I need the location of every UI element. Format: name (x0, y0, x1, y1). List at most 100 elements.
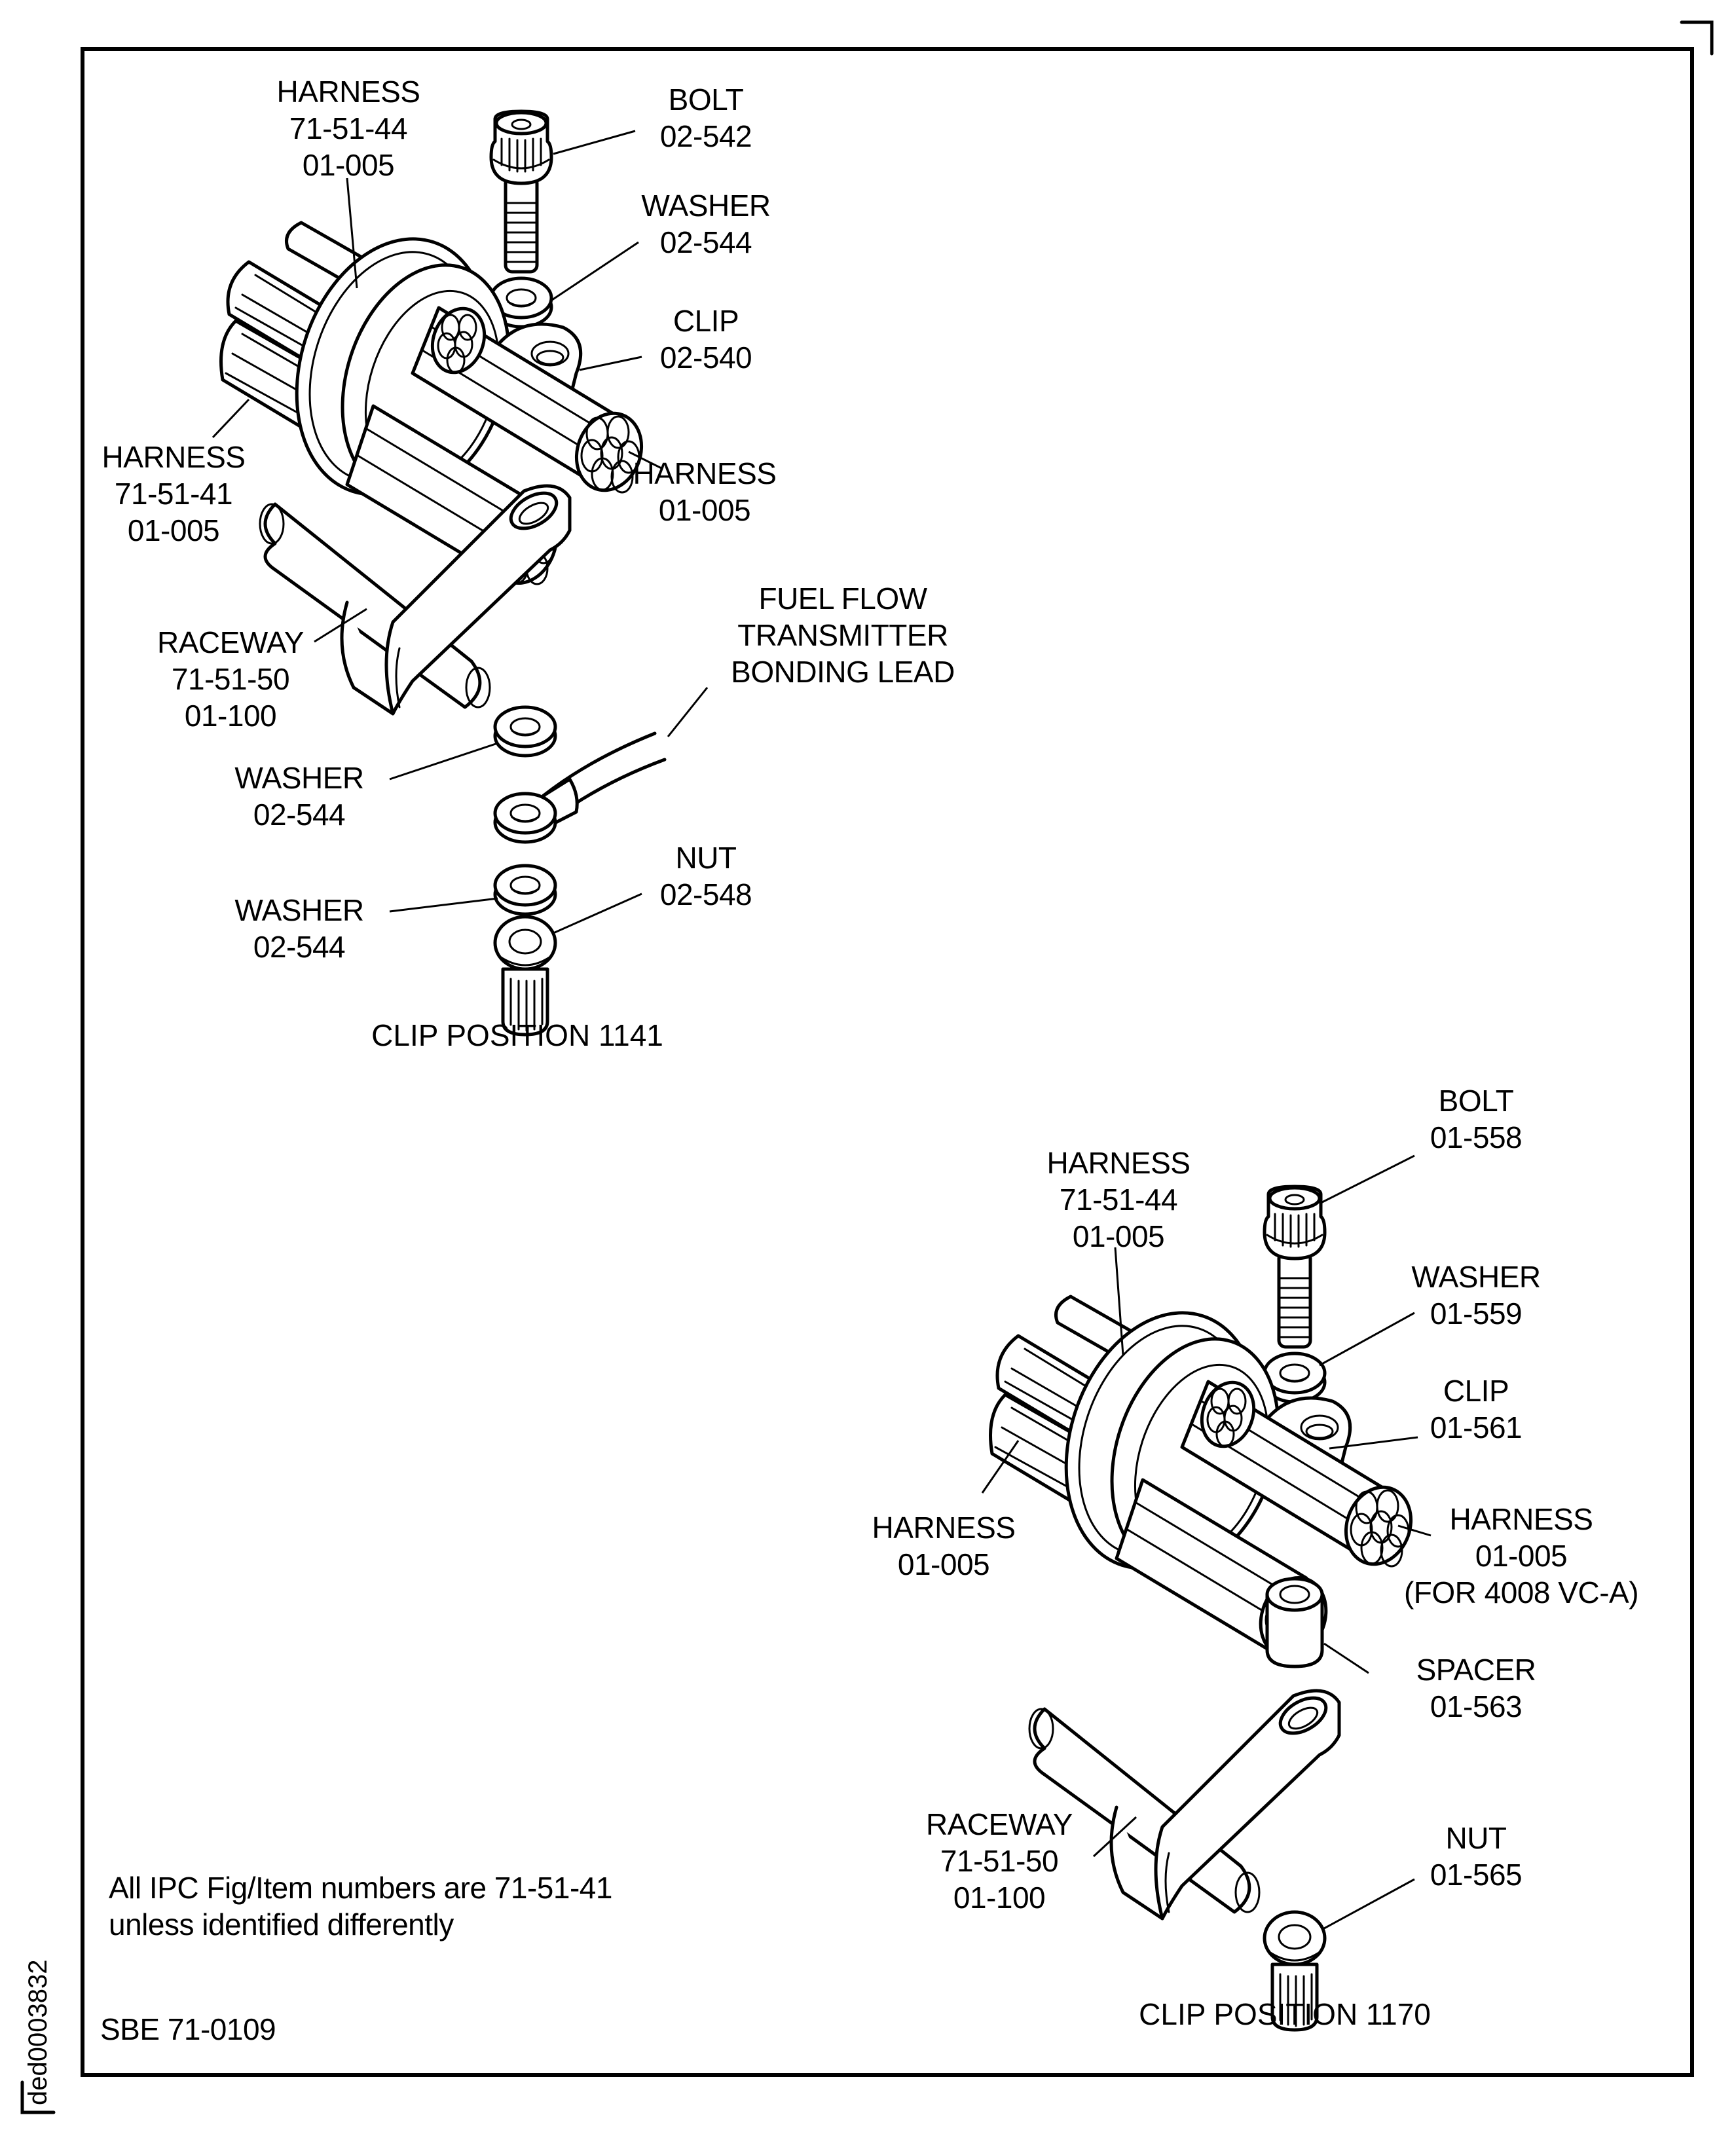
part-name: HARNESS (872, 1511, 1016, 1545)
part-applicability: (FOR 4008 VC-A) (1403, 1575, 1639, 1610)
leader-clip-lower (1329, 1436, 1418, 1450)
part-name: HARNESS (1046, 1146, 1191, 1180)
label-bolt-02-542: BOLT 02-542 (660, 81, 752, 155)
part-item: 01-565 (1430, 1858, 1523, 1892)
leader-harness-left-lower (981, 1440, 1020, 1494)
part-item: 01-005 (1475, 1539, 1568, 1573)
leader-harness-71-51-44-lower (1114, 1247, 1124, 1356)
label-harness-01-005-for-4008-vc-a: HARNESS 01-005 (FOR 4008 VC-A) (1403, 1501, 1639, 1611)
label-clip-01-561: CLIP 01-561 (1430, 1372, 1523, 1446)
caption-clip-position-1141: CLIP POSITION 1141 (371, 1018, 663, 1052)
label-harness-71-51-44: HARNESS 71-51-44 01-005 (277, 73, 420, 183)
part-item: 01-100 (953, 1881, 1046, 1915)
caption-clip-position-1170: CLIP POSITION 1170 (1139, 1997, 1431, 2031)
ipc-note: All IPC Fig/Item numbers are 71-51-41 un… (109, 1869, 612, 1943)
part-name-line-3: BONDING LEAD (731, 655, 955, 689)
part-item: 01-558 (1430, 1120, 1523, 1154)
part-name: HARNESS (1449, 1502, 1593, 1536)
leader-harness-left (212, 398, 250, 439)
part-name-line-2: TRANSMITTER (737, 618, 948, 652)
leader-washer-bottom (389, 897, 498, 913)
part-name: BOLT (1438, 1084, 1514, 1118)
label-harness-01-005-left-lower: HARNESS 01-005 (872, 1509, 1016, 1583)
label-washer-01-559: WASHER 01-559 (1411, 1259, 1541, 1332)
label-washer-02-544-middle: WASHER 02-544 (234, 760, 364, 833)
part-item: 02-548 (659, 877, 752, 911)
leader-spacer (1323, 1642, 1369, 1674)
label-harness-01-005-right: HARNESS 01-005 (633, 455, 777, 528)
ipc-note-line-1: All IPC Fig/Item numbers are 71-51-41 (109, 1871, 612, 1905)
leader-harness-right (628, 451, 662, 469)
corner-mark-bottom-left (20, 2080, 56, 2114)
leader-bolt-lower (1319, 1154, 1415, 1205)
washer-02-544-middle (495, 707, 555, 756)
leader-raceway (314, 608, 367, 643)
label-spacer-01-563: SPACER 01-563 (1416, 1651, 1536, 1725)
label-raceway-71-51-50-lower: RACEWAY 71-51-50 01-100 (926, 1806, 1073, 1916)
part-name: NUT (1445, 1821, 1507, 1855)
part-name: WASHER (1411, 1260, 1541, 1294)
label-clip-02-540: CLIP 02-540 (660, 303, 752, 376)
part-item: 02-540 (659, 340, 752, 375)
part-item: 01-100 (184, 699, 277, 733)
leader-washer-top (549, 241, 639, 303)
leader-clip (579, 356, 642, 371)
part-item: 01-005 (897, 1547, 990, 1581)
part-item: 01-559 (1430, 1297, 1523, 1331)
part-item: 01-005 (302, 148, 395, 182)
part-name: WASHER (234, 893, 364, 927)
part-name: NUT (675, 841, 737, 875)
part-item: 01-005 (127, 513, 220, 547)
part-item: 01-563 (1430, 1689, 1523, 1723)
label-washer-02-544-top: WASHER 02-544 (641, 187, 771, 261)
label-nut-01-565: NUT 01-565 (1430, 1820, 1523, 1893)
part-name: WASHER (641, 189, 771, 223)
part-name: BOLT (668, 83, 744, 117)
raceway-71-51-50-lower (1029, 1691, 1339, 1919)
label-harness-71-51-41: HARNESS 71-51-41 01-005 (102, 439, 246, 549)
figure-id: ded0003832 (24, 1959, 52, 2105)
part-name: HARNESS (276, 75, 420, 109)
document-reference: SBE 71-0109 (100, 2012, 276, 2046)
washer-02-544-bottom (495, 866, 555, 914)
label-nut-02-548: NUT 02-548 (660, 839, 752, 913)
leader-nut (553, 892, 642, 934)
part-item: 01-005 (1072, 1219, 1165, 1253)
spacer-01-563 (1265, 1577, 1324, 1668)
leader-harness-right-lower (1397, 1524, 1431, 1537)
leader-nut-lower (1323, 1878, 1415, 1930)
part-figure: 71-51-41 (114, 477, 233, 511)
figure-frame (81, 47, 1694, 2077)
part-item: 02-544 (253, 930, 346, 964)
part-name: HARNESS (633, 456, 777, 490)
part-name: RACEWAY (926, 1807, 1073, 1841)
part-name: CLIP (673, 304, 739, 338)
leader-washer-middle (389, 742, 498, 781)
leader-harness-71-51-44 (346, 177, 358, 289)
part-name: RACEWAY (157, 625, 304, 659)
leader-washer-lower (1319, 1312, 1415, 1367)
bolt-02-542 (491, 111, 551, 272)
label-raceway-71-51-50: RACEWAY 71-51-50 01-100 (157, 624, 304, 734)
leader-bolt (553, 130, 636, 155)
label-bolt-01-558: BOLT 01-558 (1430, 1082, 1523, 1156)
part-item: 02-542 (659, 119, 752, 153)
part-item: 01-561 (1430, 1410, 1523, 1444)
part-name: HARNESS (102, 440, 246, 474)
part-item: 02-544 (253, 798, 346, 832)
part-figure: 71-51-44 (289, 111, 408, 145)
part-item: 01-005 (658, 493, 751, 527)
fuel-flow-bonding-lead (495, 731, 667, 842)
label-washer-02-544-bottom: WASHER 02-544 (234, 892, 364, 965)
part-figure: 71-51-50 (171, 662, 290, 696)
part-figure: 71-51-50 (940, 1844, 1059, 1878)
corner-mark-top-right (1680, 20, 1714, 56)
part-name: CLIP (1443, 1374, 1509, 1408)
part-name: SPACER (1416, 1653, 1536, 1687)
part-name-line-1: FUEL FLOW (758, 581, 927, 616)
part-item: 02-544 (659, 225, 752, 259)
part-name: WASHER (234, 761, 364, 795)
leader-fuel-flow (667, 687, 709, 737)
